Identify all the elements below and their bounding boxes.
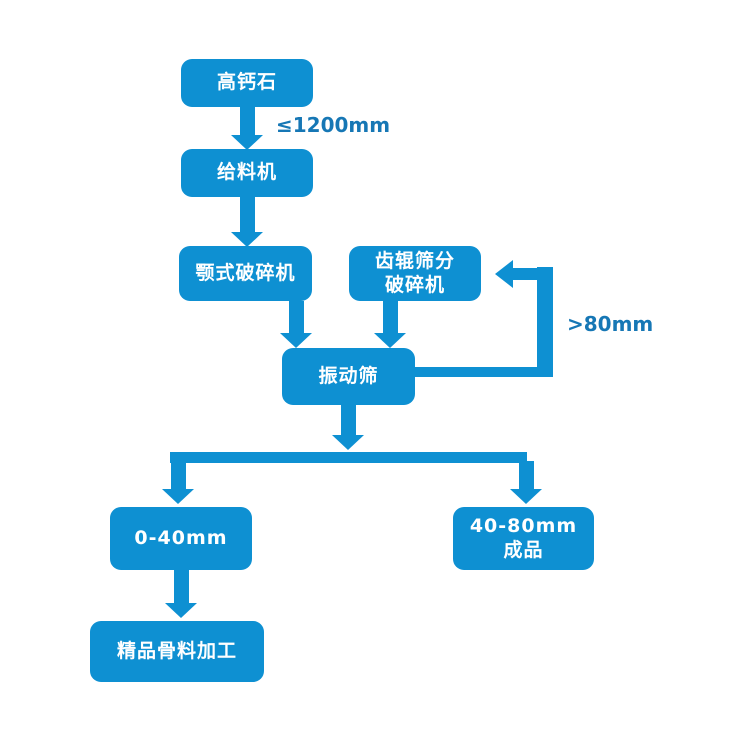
arrow-shaft <box>340 405 356 435</box>
arrow-down-icon <box>332 435 364 450</box>
arrow-down-icon <box>374 333 406 348</box>
node-feeder: 给料机 <box>181 149 313 197</box>
arrow-0-40mm-to-fine <box>165 570 197 618</box>
node-jaw-crusher: 颚式破碎机 <box>179 246 312 301</box>
split-bar <box>170 452 527 463</box>
loop-arrow-top-segment <box>511 268 553 280</box>
arrow-jaw-to-screen <box>280 301 312 348</box>
arrow-left-icon <box>495 260 513 288</box>
arrow-shaft <box>382 301 398 333</box>
arrow-split-to-40-80mm <box>510 461 542 504</box>
arrow-down-icon <box>510 489 542 504</box>
loop-arrow-bottom-segment <box>415 367 553 377</box>
arrow-roller-to-screen <box>374 301 406 348</box>
arrow-split-to-0-40mm <box>162 461 194 504</box>
arrow-shaft <box>170 461 186 489</box>
arrow-down-icon <box>280 333 312 348</box>
node-roller-crusher: 齿辊筛分 破碎机 <box>349 246 481 301</box>
arrow-down-icon <box>231 232 263 247</box>
node-vibrating-screen: 振动筛 <box>282 348 415 405</box>
node-fraction-0-40mm: 0-40mm <box>110 507 252 570</box>
arrow-down-icon <box>162 489 194 504</box>
node-fraction-40-80mm: 40-80mm 成品 <box>453 507 594 570</box>
arrow-shaft <box>518 461 534 489</box>
arrow-feeder-to-jaw <box>231 197 263 247</box>
arrow-down-icon <box>165 603 197 618</box>
node-raw-material: 高钙石 <box>181 59 313 107</box>
edge-label-oversize-return: >80mm <box>567 312 654 336</box>
arrow-shaft <box>173 570 189 603</box>
arrow-down-icon <box>231 135 263 150</box>
node-fine-processing: 精品骨料加工 <box>90 621 264 682</box>
loop-arrow-vertical-segment <box>537 267 553 377</box>
arrow-screen-to-split <box>332 405 364 450</box>
arrow-shaft <box>288 301 304 333</box>
edge-label-feed-size: ≤1200mm <box>276 113 391 137</box>
arrow-shaft <box>239 107 255 135</box>
arrow-raw-to-feeder <box>231 107 263 150</box>
arrow-shaft <box>239 197 255 232</box>
